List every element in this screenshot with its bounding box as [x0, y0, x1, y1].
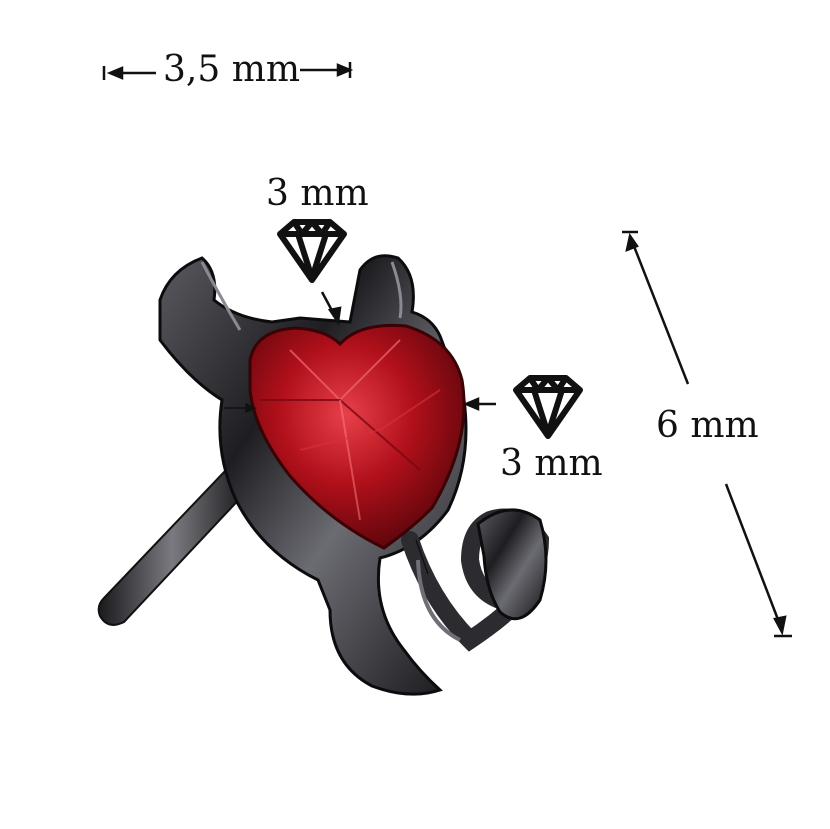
height-dimension-arrow	[622, 230, 792, 638]
heart-gemstone	[248, 323, 466, 550]
diamond-icon	[513, 375, 583, 439]
width-dimension-arrow	[102, 62, 354, 80]
stone-side-dimension-label: 3 mm	[500, 443, 603, 484]
stone-top-pointer	[320, 291, 342, 326]
devil-tail	[401, 508, 550, 652]
stone-side-pointer	[462, 397, 496, 411]
width-dimension-label: 3,5 mm	[163, 49, 300, 90]
stone-top-dimension-label: 3 mm	[266, 173, 369, 214]
diamond-icon	[277, 219, 347, 283]
threadless-post	[97, 468, 248, 626]
height-dimension-label: 6 mm	[656, 405, 759, 446]
stone-edge-markers	[224, 402, 429, 575]
